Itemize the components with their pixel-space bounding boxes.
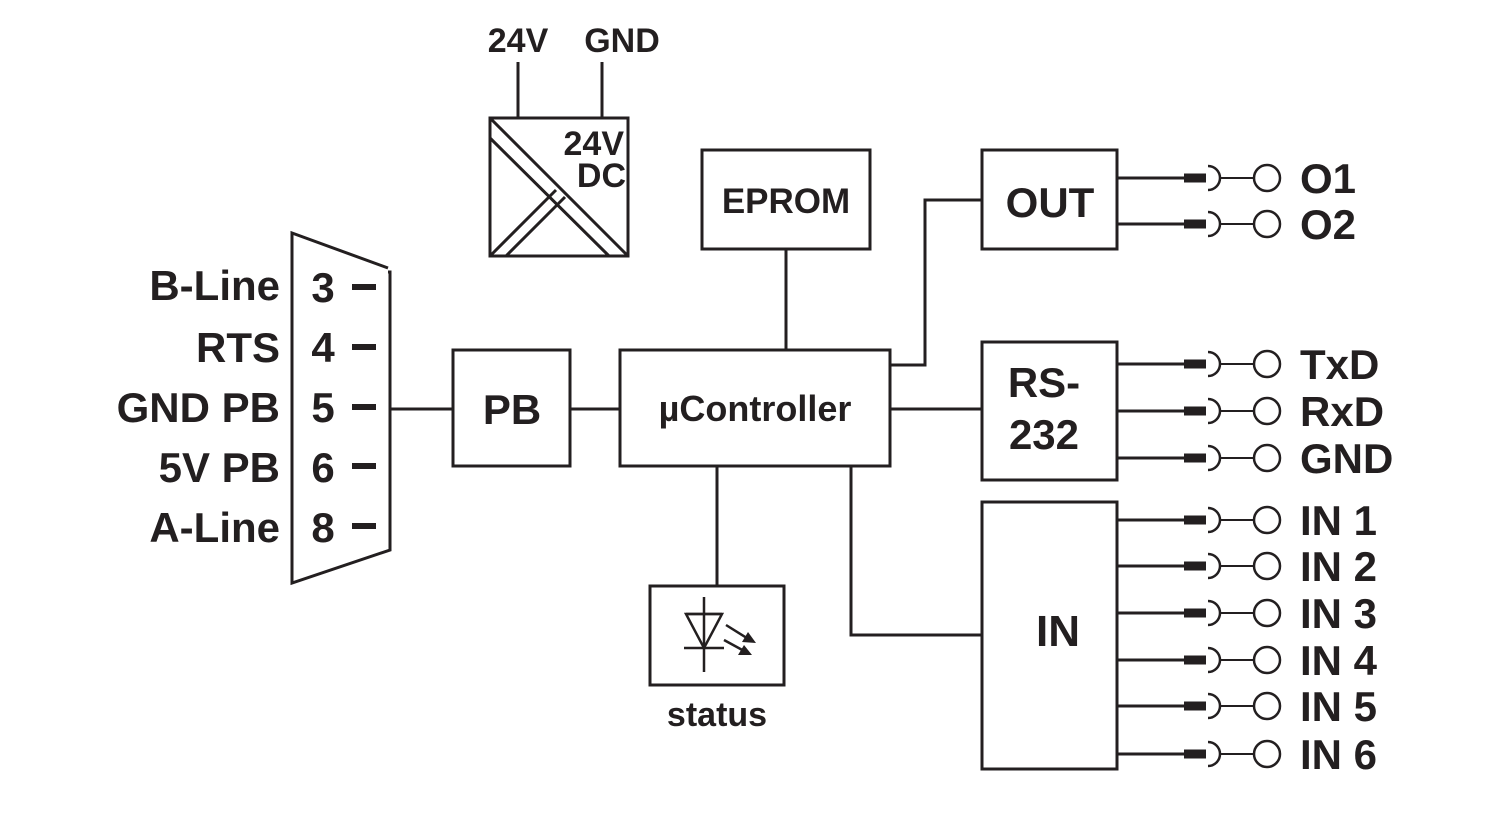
out-block-label: OUT (1006, 179, 1095, 226)
led-arrowheads (738, 632, 756, 655)
pin-label-gnd-pb: GND PB (117, 384, 280, 431)
pin-number-6: 6 (311, 444, 334, 491)
pin-label-a-line: A-Line (149, 504, 280, 551)
pin-number-4: 4 (311, 324, 335, 371)
terminal-icon (1117, 691, 1282, 721)
status-block (648, 584, 786, 687)
terminal-label: IN 5 (1300, 683, 1377, 730)
in-block-label: IN (1036, 607, 1080, 656)
terminal-label: TxD (1300, 341, 1379, 388)
terminal-icon (1117, 443, 1282, 473)
pin-label-b-line: B-Line (149, 262, 280, 309)
pb-block-label: PB (483, 386, 541, 433)
terminal-label: GND (1300, 435, 1393, 482)
dc-module-line1: 24V (564, 125, 625, 163)
connector-pin-marks (352, 284, 376, 529)
eprom-block-label: EPROM (722, 182, 850, 221)
pin-number-5: 5 (311, 384, 334, 431)
controller-to-in-wire (849, 466, 982, 637)
terminal-icon (1117, 551, 1282, 581)
connector-labels: B-Line RTS GND PB 5V PB A-Line 3 4 5 6 8 (117, 262, 336, 551)
pin-label-5v-pb: 5V PB (159, 444, 280, 491)
terminal-label: RxD (1300, 388, 1384, 435)
pin-number-3: 3 (311, 264, 334, 311)
rs232-block-label-line1: RS- (1008, 359, 1080, 406)
dc-module-line2: DC (577, 157, 626, 195)
controller-to-out-wire (890, 198, 982, 367)
terminal-label: IN 6 (1300, 731, 1377, 778)
terminal-icon (1117, 209, 1282, 239)
terminal-label: IN 1 (1300, 497, 1377, 544)
controller-block-label: µController (659, 388, 852, 429)
terminal-icon (1117, 349, 1282, 379)
supply-24v-label: 24V (488, 22, 549, 60)
terminal-label: IN 2 (1300, 543, 1377, 590)
supply-gnd-label: GND (584, 22, 660, 60)
dc-converter-box (488, 116, 630, 258)
pin-label-rts: RTS (196, 324, 280, 371)
terminal-icon (1117, 645, 1282, 675)
dc-converter-icon (488, 116, 630, 258)
terminal-group (1117, 163, 1282, 769)
terminal-icon (1117, 396, 1282, 426)
terminal-icon (1117, 505, 1282, 535)
terminal-label: O1 (1300, 155, 1356, 202)
terminal-label: IN 4 (1300, 637, 1378, 684)
terminal-icon (1117, 739, 1282, 769)
terminal-label: O2 (1300, 201, 1356, 248)
pin-number-8: 8 (311, 504, 334, 551)
subd-connector-outline (290, 230, 392, 586)
terminal-icon (1117, 163, 1282, 193)
terminal-icon (1117, 598, 1282, 628)
terminal-label: IN 3 (1300, 590, 1377, 637)
led-icon (683, 597, 751, 672)
status-label: status (667, 696, 767, 734)
rs232-block-label-line2: 232 (1009, 411, 1079, 458)
